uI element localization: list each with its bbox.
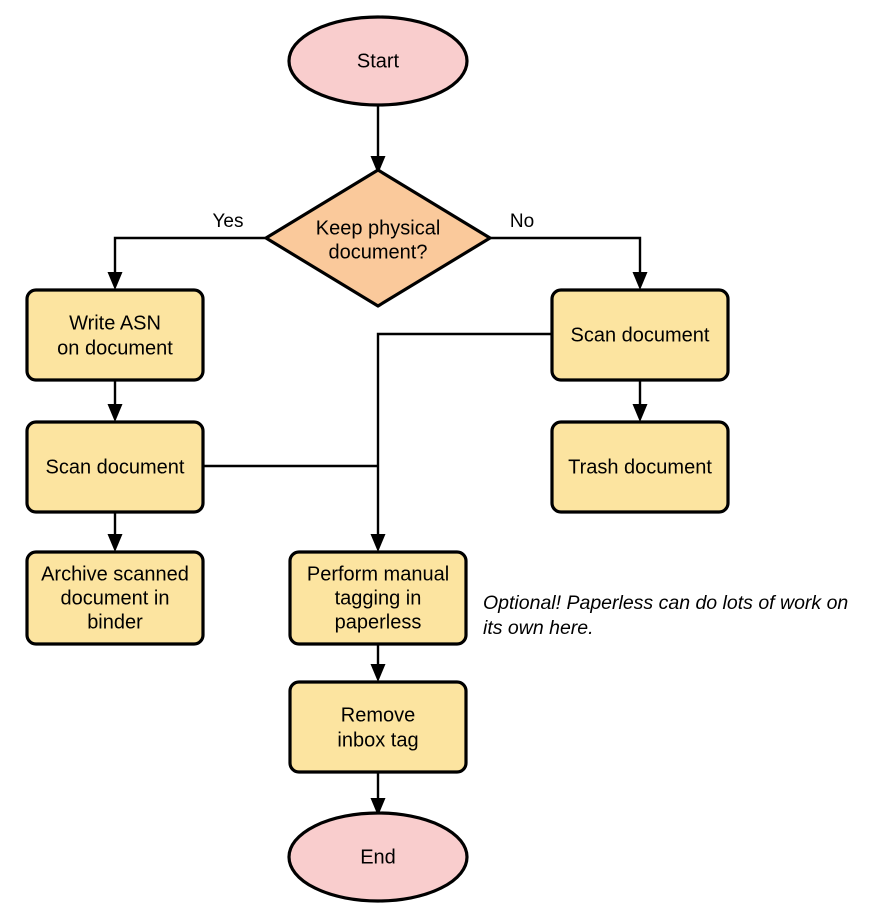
edge-writeasn-to-scanleft	[107, 380, 123, 422]
node-scan-document-left[interactable]: Scan document	[25, 420, 205, 514]
annotation-line2: its own here.	[483, 617, 594, 639]
edge-decision-no	[490, 236, 648, 290]
node-archive-label-line2: document in	[61, 587, 170, 609]
edge-scanright-to-tagging	[370, 332, 552, 552]
edge-removeinbox-to-end	[370, 772, 386, 816]
node-perform-manual-tagging[interactable]: Perform manual tagging in paperless	[288, 550, 468, 646]
node-scan-document-left-label: Scan document	[46, 456, 185, 478]
node-trash-document[interactable]: Trash document	[550, 420, 730, 514]
node-scan-document-right-label: Scan document	[571, 324, 710, 346]
node-write-asn[interactable]: Write ASN on document	[25, 288, 205, 382]
node-decision-keep-physical-document[interactable]: Keep physical document?	[264, 168, 492, 308]
node-manual-tagging-label-line1: Perform manual	[307, 563, 449, 585]
node-start[interactable]: Start	[287, 15, 469, 107]
node-remove-inbox-label-line1: Remove	[341, 704, 415, 726]
node-remove-inbox-tag[interactable]: Remove inbox tag	[288, 680, 468, 774]
annotation-optional-note: Optional! Paperless can do lots of work …	[483, 592, 848, 639]
annotation-line1: Optional! Paperless can do lots of work …	[483, 592, 848, 614]
node-remove-inbox-label-line2: inbox tag	[337, 729, 418, 751]
node-manual-tagging-label-line3: paperless	[335, 611, 422, 633]
edge-scanright-to-trash	[632, 380, 648, 422]
node-end-label: End	[360, 846, 396, 868]
node-trash-document-label: Trash document	[568, 456, 712, 478]
node-start-label: Start	[357, 50, 400, 72]
edge-scanleft-to-archive	[107, 512, 123, 552]
node-decision-label-line1: Keep physical	[316, 217, 441, 239]
node-manual-tagging-label-line2: tagging in	[335, 587, 422, 609]
node-write-asn-label-line1: Write ASN	[69, 312, 161, 334]
edge-start-to-decision	[370, 102, 386, 174]
node-archive-label-line3: binder	[87, 611, 143, 633]
edge-decision-yes	[107, 236, 265, 290]
edge-label-yes: Yes	[213, 211, 244, 232]
edge-label-no: No	[510, 211, 534, 232]
node-scan-document-right[interactable]: Scan document	[550, 288, 730, 382]
node-write-asn-label-line2: on document	[57, 337, 173, 359]
node-archive-label-line1: Archive scanned	[41, 563, 189, 585]
edge-tagging-to-removeinbox	[370, 644, 386, 682]
node-archive-scanned-document[interactable]: Archive scanned document in binder	[25, 550, 205, 646]
node-end[interactable]: End	[287, 811, 469, 903]
node-decision-label-line2: document?	[329, 241, 428, 263]
